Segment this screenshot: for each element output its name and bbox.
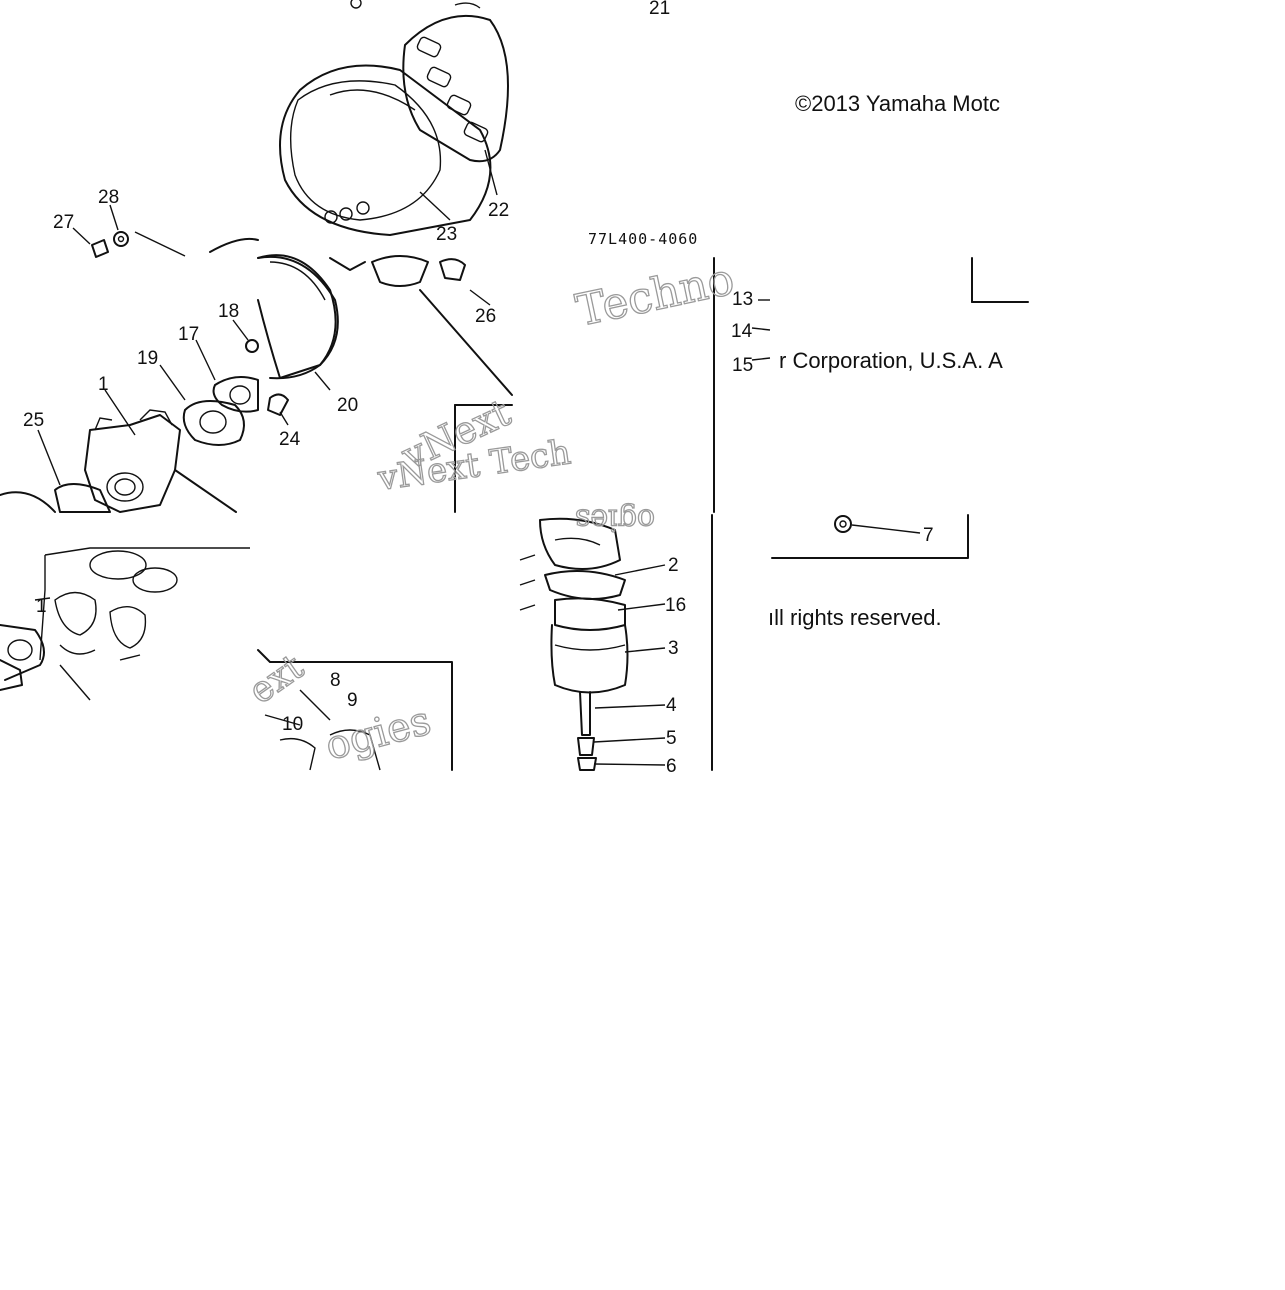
callout-numbers: 21 22 23 28 27 26 18 17 19 1 20 24 25 13… bbox=[23, 0, 934, 777]
callout-19: 19 bbox=[137, 348, 158, 369]
copyright-line-2: r Corporation, U.S.A. A bbox=[779, 348, 1003, 373]
carburetor-part bbox=[84, 409, 237, 513]
tile-bottom-middle bbox=[257, 649, 453, 771]
part-code: 77L400-4060 bbox=[588, 230, 698, 248]
callout-16: 16 bbox=[665, 595, 686, 616]
element-plate-part bbox=[350, 0, 509, 163]
callout-18: 18 bbox=[218, 301, 239, 322]
callout-20: 20 bbox=[337, 395, 358, 416]
tile-bottom-center bbox=[519, 514, 713, 771]
callout-28: 28 bbox=[98, 187, 119, 208]
callout-3: 3 bbox=[668, 638, 679, 659]
callout-23: 23 bbox=[436, 224, 457, 245]
intake-flange-part bbox=[209, 237, 337, 379]
callout-2: 2 bbox=[668, 555, 679, 576]
callout-22: 22 bbox=[488, 200, 509, 221]
tile-top-middle bbox=[257, 255, 513, 513]
callout-8: 8 bbox=[330, 670, 341, 691]
copyright-line-3: ıll rights reserved. bbox=[768, 605, 942, 630]
callout-14: 14 bbox=[731, 321, 753, 342]
callout-26: 26 bbox=[475, 306, 496, 327]
watermark-3: ogies bbox=[575, 502, 655, 537]
callout-25: 25 bbox=[23, 410, 44, 431]
callout-4: 4 bbox=[666, 695, 677, 716]
watermarks: Techno vNext Tech vNext ogies ext ogies bbox=[241, 253, 739, 770]
tile-bottom-right bbox=[771, 514, 969, 559]
callout-24: 24 bbox=[279, 429, 301, 450]
tile-bottom-left bbox=[0, 547, 250, 701]
callout-10: 10 bbox=[282, 714, 303, 735]
callout-9: 9 bbox=[347, 690, 358, 711]
callout-6: 6 bbox=[666, 756, 677, 777]
callout-1-engine: 1 bbox=[36, 596, 47, 617]
callout-17: 17 bbox=[178, 324, 199, 345]
tile-top-right bbox=[713, 257, 1029, 513]
leader-lines bbox=[37, 149, 498, 486]
callout-15: 15 bbox=[732, 355, 753, 376]
watermark-4: ext bbox=[242, 646, 312, 712]
callout-1: 1 bbox=[98, 374, 109, 395]
gasket-parts bbox=[0, 375, 259, 513]
copyright-line-1: ©2013 Yamaha Motc bbox=[795, 91, 1000, 116]
callout-7: 7 bbox=[923, 525, 934, 546]
bolt-washer-parts bbox=[91, 231, 186, 258]
callout-13: 13 bbox=[732, 289, 753, 310]
tile-top-left bbox=[0, 0, 509, 513]
watermark-5: ogies bbox=[321, 698, 436, 770]
air-cleaner-cover-part bbox=[279, 64, 492, 236]
callout-21: 21 bbox=[649, 0, 670, 19]
callout-27: 27 bbox=[53, 212, 74, 233]
callout-5: 5 bbox=[666, 728, 677, 749]
